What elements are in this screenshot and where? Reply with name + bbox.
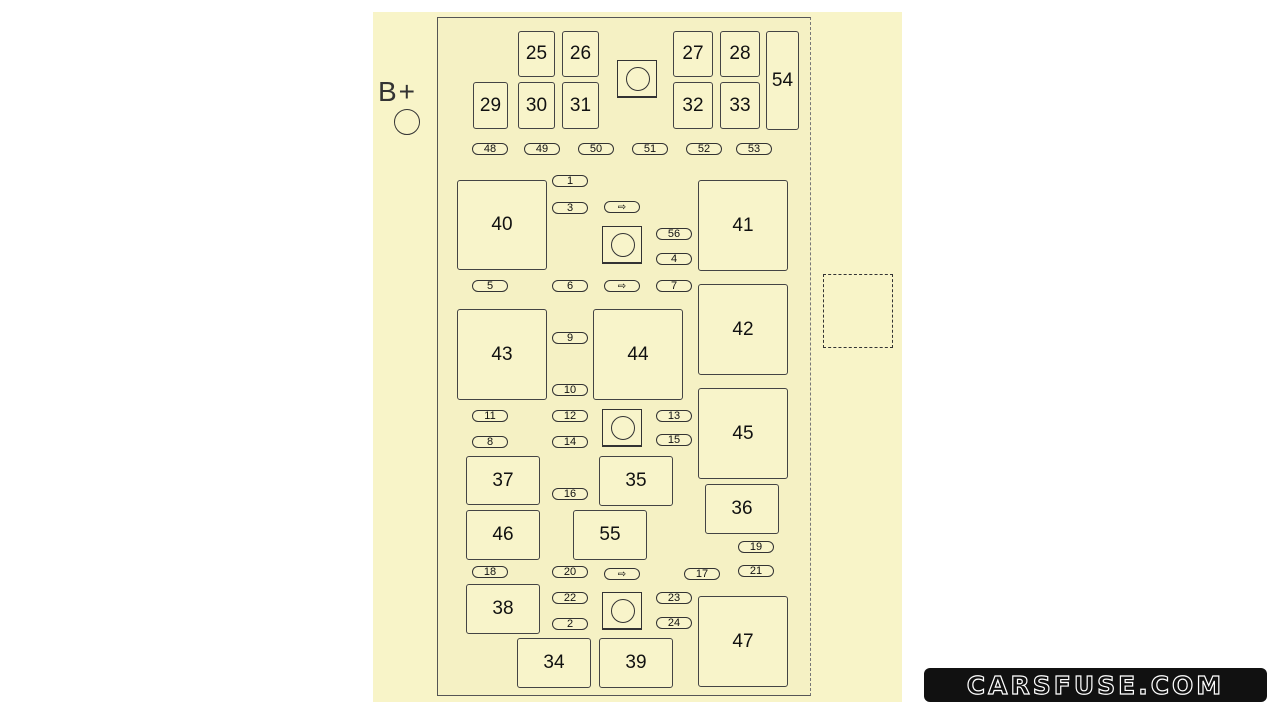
battery-terminal-icon <box>394 109 420 135</box>
fuse-puller-arrow-icon: ⇨ <box>604 201 640 213</box>
mounting-bolt-icon <box>602 226 642 264</box>
fuse-53: 53 <box>736 143 772 155</box>
watermark-logo: carsfuse.com <box>924 668 1267 702</box>
fuse-18: 18 <box>472 566 508 578</box>
relay-39: 39 <box>599 638 673 688</box>
relay-25: 25 <box>518 31 555 77</box>
relay-27: 27 <box>673 31 713 77</box>
relay-43: 43 <box>457 309 547 400</box>
fuse-13: 13 <box>656 410 692 422</box>
relay-54: 54 <box>766 31 799 130</box>
fuse-2: 2 <box>552 618 588 630</box>
fuse-4: 4 <box>656 253 692 265</box>
fuse-14: 14 <box>552 436 588 448</box>
relay-36: 36 <box>705 484 779 534</box>
relay-41: 41 <box>698 180 788 271</box>
fuse-20: 20 <box>552 566 588 578</box>
fuse-17: 17 <box>684 568 720 580</box>
fuse-5: 5 <box>472 280 508 292</box>
dashed-outline-component <box>823 274 893 348</box>
fuse-49: 49 <box>524 143 560 155</box>
relay-55: 55 <box>573 510 647 560</box>
relay-30: 30 <box>518 82 555 129</box>
fuse-22: 22 <box>552 592 588 604</box>
relay-40: 40 <box>457 180 547 270</box>
fuse-9: 9 <box>552 332 588 344</box>
fuse-48: 48 <box>472 143 508 155</box>
fuse-50: 50 <box>578 143 614 155</box>
fuse-52: 52 <box>686 143 722 155</box>
relay-29: 29 <box>473 82 508 129</box>
relay-42: 42 <box>698 284 788 375</box>
fuse-1: 1 <box>552 175 588 187</box>
relay-45: 45 <box>698 388 788 479</box>
mounting-bolt-icon <box>617 60 657 98</box>
relay-44: 44 <box>593 309 683 400</box>
fuse-24: 24 <box>656 617 692 629</box>
fuse-16: 16 <box>552 488 588 500</box>
relay-33: 33 <box>720 82 760 129</box>
relay-26: 26 <box>562 31 599 77</box>
fuse-23: 23 <box>656 592 692 604</box>
relay-37: 37 <box>466 456 540 505</box>
relay-31: 31 <box>562 82 599 129</box>
fuse-10: 10 <box>552 384 588 396</box>
mounting-bolt-icon <box>602 409 642 447</box>
fuse-19: 19 <box>738 541 774 553</box>
relay-38: 38 <box>466 584 540 634</box>
fuse-56: 56 <box>656 228 692 240</box>
fuse-21: 21 <box>738 565 774 577</box>
relay-34: 34 <box>517 638 591 688</box>
fuse-8: 8 <box>472 436 508 448</box>
fuse-3: 3 <box>552 202 588 214</box>
relay-32: 32 <box>673 82 713 129</box>
relay-46: 46 <box>466 510 540 560</box>
fuse-puller-arrow-icon: ⇨ <box>604 568 640 580</box>
mounting-bolt-icon <box>602 592 642 630</box>
fuse-15: 15 <box>656 434 692 446</box>
fuse-puller-arrow-icon: ⇨ <box>604 280 640 292</box>
fuse-51: 51 <box>632 143 668 155</box>
relay-35: 35 <box>599 456 673 506</box>
relay-28: 28 <box>720 31 760 77</box>
fuse-12: 12 <box>552 410 588 422</box>
fuse-7: 7 <box>656 280 692 292</box>
fuse-11: 11 <box>472 410 508 422</box>
relay-47: 47 <box>698 596 788 687</box>
fuse-6: 6 <box>552 280 588 292</box>
battery-terminal-label: B+ <box>378 76 418 107</box>
